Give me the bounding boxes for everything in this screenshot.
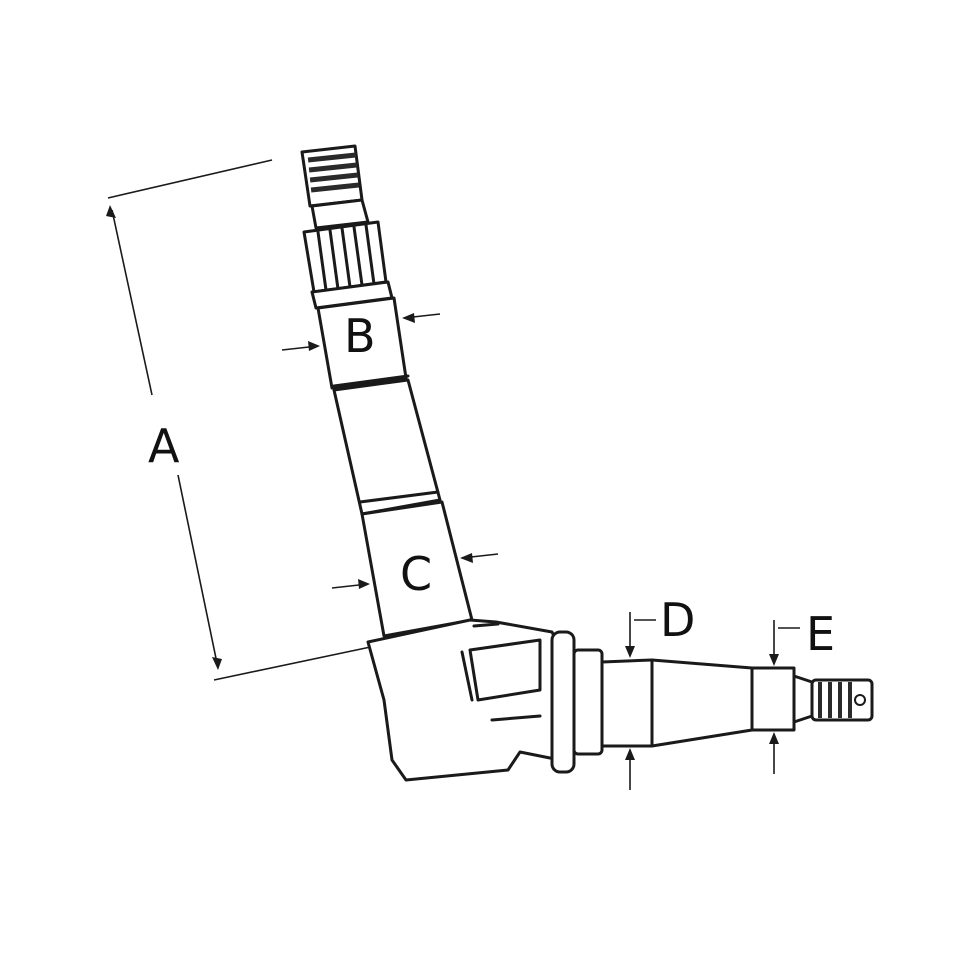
label-e: E (806, 607, 835, 661)
label-a: A (148, 419, 180, 473)
spindle-flange (550, 630, 604, 774)
label-b: B (344, 309, 376, 363)
label-d: D (660, 593, 695, 647)
dimension-e: E (769, 607, 835, 774)
cotter-hole (854, 694, 866, 706)
stub-threads (818, 682, 852, 718)
dimension-a: A (106, 159, 381, 681)
label-c: C (400, 547, 432, 601)
spindle-shaft (300, 144, 474, 638)
dimension-c: C (331, 547, 499, 601)
tip-threads (307, 152, 360, 193)
dimension-b: B (281, 309, 441, 363)
axle-stub (600, 658, 874, 748)
spline-lines (316, 223, 376, 292)
dimension-d: D (625, 593, 695, 790)
knuckle-body (366, 618, 562, 782)
